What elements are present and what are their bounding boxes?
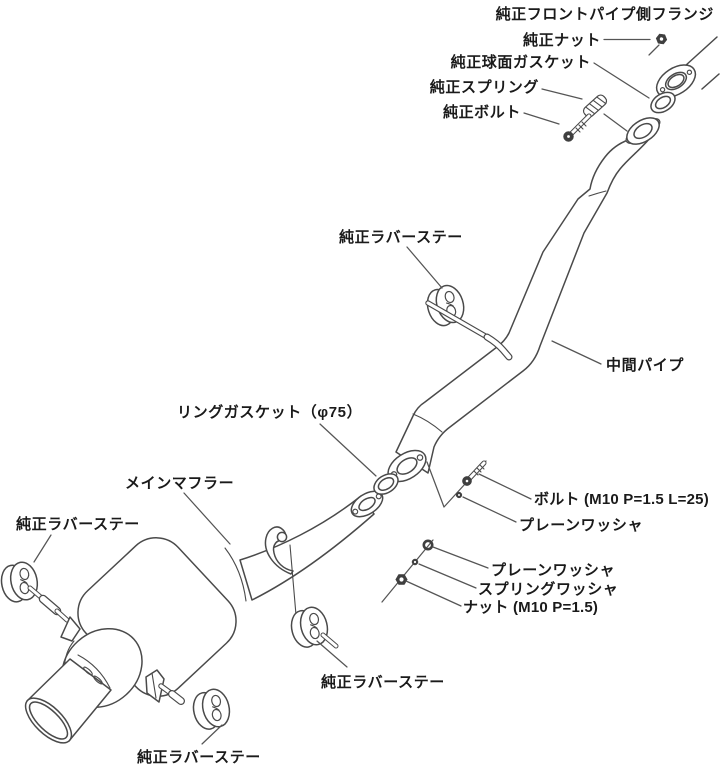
rubber-stay-center: [286, 603, 332, 651]
label-spherical-gasket: 純正球面ガスケット: [451, 53, 591, 71]
nut-icon: [395, 574, 408, 585]
muffler-inlet-flange: [350, 490, 384, 518]
main-muffler: [24, 537, 247, 744]
spherical-gasket: [650, 91, 676, 114]
label-rubber-stay-top: 純正ラバーステー: [339, 228, 463, 246]
leader-lines: [33, 38, 651, 745]
label-bolt-spec: ボルト (M10 P=1.5 L=25): [534, 491, 709, 508]
muffler-tip: [24, 654, 112, 744]
rubber-stay-bottom: [188, 685, 234, 733]
fastener-group-upper: [426, 460, 487, 508]
label-stock-spring: 純正スプリング: [430, 78, 539, 96]
front-pipe-flange: [655, 64, 697, 98]
label-plain-washer-lower: プレーンワッシャ: [491, 562, 615, 579]
rubber-stay-center-group: [286, 603, 339, 651]
muffler-rear-hanger: [145, 669, 234, 733]
label-ring-gasket: リングガスケット（φ75）: [177, 403, 362, 421]
muffler-front-hanger: [0, 558, 81, 642]
label-rubber-stay-bottom: 純正ラバーステー: [137, 748, 261, 766]
rubber-stay-top: [421, 281, 513, 361]
ring-gasket: [373, 473, 399, 495]
stock-spring-icon: [582, 94, 628, 132]
bolt-icon: [462, 460, 487, 486]
label-mid-pipe: 中間パイプ: [606, 356, 684, 374]
plain-washer-lower-icon: [422, 539, 434, 551]
rubber-stay-left: [0, 558, 42, 606]
mid-pipe-upper-flange: [625, 117, 661, 145]
fastener-group-lower: [381, 539, 434, 603]
label-stock-bolt: 純正ボルト: [443, 103, 521, 121]
label-nut-spec: ナット (M10 P=1.5): [463, 599, 598, 616]
mid-pipe: [395, 117, 661, 474]
label-front-pipe-flange: 純正フロントパイプ側フランジ: [496, 5, 714, 23]
label-stock-nut: 純正ナット: [523, 31, 601, 49]
stock-bolt-icon: [563, 113, 592, 142]
front-pipe: [684, 36, 720, 90]
hook-bracket: [264, 526, 297, 616]
label-rubber-stay-center: 純正ラバーステー: [321, 673, 445, 691]
stock-nut-icon: [648, 33, 668, 56]
muffler-inlet-pipe: [239, 490, 384, 601]
label-main-muffler: メインマフラー: [125, 475, 234, 492]
label-plain-washer-upper: プレーンワッシャ: [519, 517, 643, 534]
label-rubber-stay-left: 純正ラバーステー: [16, 515, 140, 533]
label-spring-washer: スプリングワッシャ: [478, 580, 618, 598]
labels: 純正フロントパイプ側フランジ 純正ナット 純正球面ガスケット 純正スプリング 純…: [16, 5, 714, 766]
